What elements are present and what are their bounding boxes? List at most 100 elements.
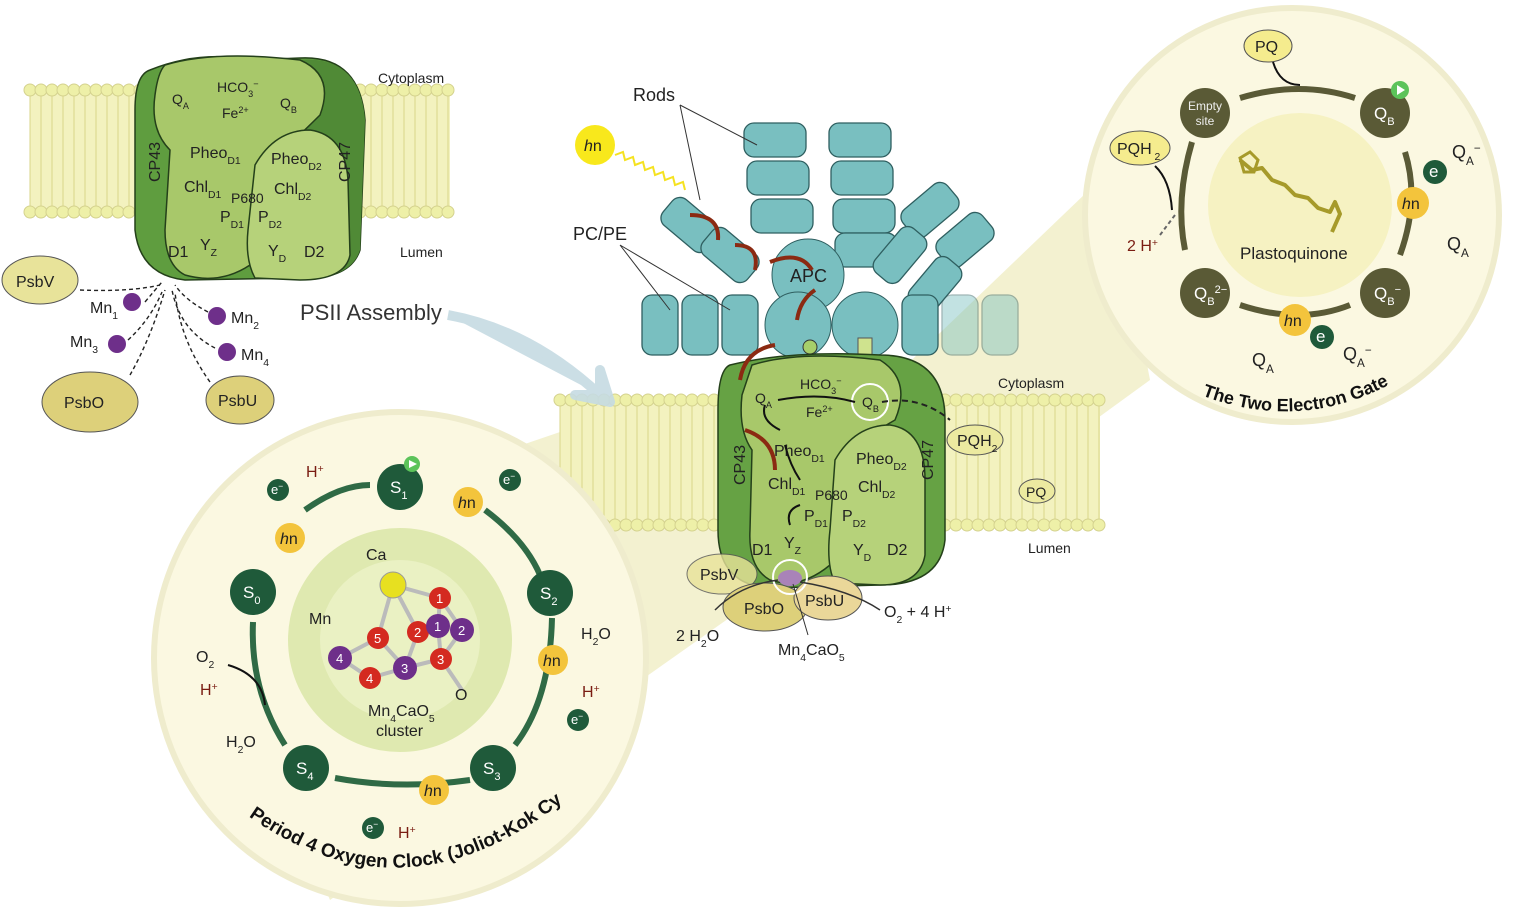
yz-label: YZ [200,237,218,259]
d2-label: D2 [304,244,325,261]
state-s1 [377,464,423,510]
pd1-label: PD1 [220,209,244,231]
electron-label: e− [271,481,283,497]
lipid-head [89,205,103,219]
linker-bead [802,339,818,355]
chl-d1-label: ChlD1 [184,179,222,201]
water-label-s4: H2O [226,734,256,756]
oxygen-atom [367,627,389,649]
d1-subunit [153,55,326,280]
lipid-head [982,393,996,407]
yd-label-complex: YD [853,542,871,564]
lumen-label-complex: Lumen [1028,540,1071,556]
phycobiliprotein-disc [981,294,1019,356]
cluster-formula: Mn4CaO5 [368,703,435,725]
manganese-atom-number: 2 [458,623,465,638]
play-icon [409,460,417,468]
gate-electron-0 [1423,160,1447,184]
phycobiliprotein-disc [832,198,896,234]
state-s1-label: S1 [390,478,408,502]
phycobiliprotein-disc [872,225,928,285]
plastoquinone-label: Plastoquinone [1240,244,1348,263]
gate-electron-label: e [1316,327,1325,346]
lipid-head [1004,518,1018,532]
gate-photon-label: hn [1402,196,1420,213]
photon-3 [419,775,449,805]
lipid-head [1037,393,1051,407]
cytoplasm-label-complex: Cytoplasm [998,375,1064,391]
manganese-atom [426,614,450,638]
manganese-atom [450,618,474,642]
cp47-label-complex: CP47 [920,440,937,480]
qa-minus-label-1: QA− [1452,142,1481,168]
lipid-head [419,205,433,219]
gate-photon-1 [1279,304,1311,336]
pcpe-label: PC/PE [573,224,627,244]
calcium-atom [379,571,407,599]
protons-label: 2 H+ [1127,238,1158,256]
lipid-head [993,393,1007,407]
mn-cluster-blob [778,570,802,586]
empty-site-label: site [1196,114,1215,128]
manganese-atom-number: 3 [401,661,408,676]
pqh2-label-gate: PQH 2 [1117,141,1161,163]
qa-label-2: QA [1252,350,1274,376]
rods-label: Rods [633,85,675,105]
cytoplasm-label: Cytoplasm [378,70,444,86]
photon-label: hn [280,531,298,548]
lipid-head [685,393,699,407]
phycobiliprotein-disc [901,294,939,356]
mn1-label: Mn1 [90,300,118,322]
mn4-atom [218,343,236,361]
state-s0-label: S0 [243,583,261,607]
photon-label: hn [458,495,476,512]
apc-core-left [764,291,832,359]
lipid-head [630,518,644,532]
lipid-head [441,83,455,97]
mn4-label: Mn4 [241,347,269,369]
lipid-head [641,518,655,532]
gate-node-qb_2minus [1180,268,1230,318]
gate-node-qb_2minus-label: QB2− [1194,284,1227,308]
d2-subunit [246,129,351,281]
oxygen-atom [407,621,429,643]
photon-label: hn [543,653,561,670]
state-s2 [527,570,573,616]
photon-sun [575,125,615,165]
psbu-blob [205,375,275,425]
lipid-head [100,205,114,219]
lipid-head [56,205,70,219]
pqh2-label-complex: PQH2 [957,433,998,455]
gate-electron-1 [1310,325,1334,349]
lipid-head [1004,393,1018,407]
lipid-head [23,205,37,219]
phycobilisome-complex-panel: APC hn Rods PC/PE CP43 CP47 QA HCO3− Fe2… [573,85,1071,664]
cp43-label: CP43 [147,142,164,182]
lipid-head [971,518,985,532]
gate-electron-label: e [1429,162,1438,181]
pq-label-gate: PQ [1255,39,1278,56]
lipid-head [67,83,81,97]
pq-blob-gate [1243,29,1293,63]
lipid-head [1048,393,1062,407]
phycobiliprotein-disc [750,198,814,234]
ca-label: Ca [366,547,387,564]
proton-label-0: H+ [306,464,324,482]
fe-label-complex: Fe2+ [806,404,833,420]
lipid-head [386,205,400,219]
lipid-head [1092,518,1106,532]
lipid-head [111,83,125,97]
manganese-atom-number: 1 [434,619,441,634]
qa-minus-label-2: QA− [1343,344,1372,370]
assembly-dashed-arrows [79,281,216,383]
oxygen-atom [429,587,451,609]
lipid-head [89,83,103,97]
chl-d2-label: ChlD2 [274,181,312,203]
gate-photon-0 [1397,187,1429,219]
lipid-head [375,205,389,219]
cluster-pointer [792,583,809,636]
lipid-head [111,205,125,219]
lipid-head [23,83,37,97]
electron-path-arrows [763,395,856,526]
d2-subunit-complex [828,424,926,586]
